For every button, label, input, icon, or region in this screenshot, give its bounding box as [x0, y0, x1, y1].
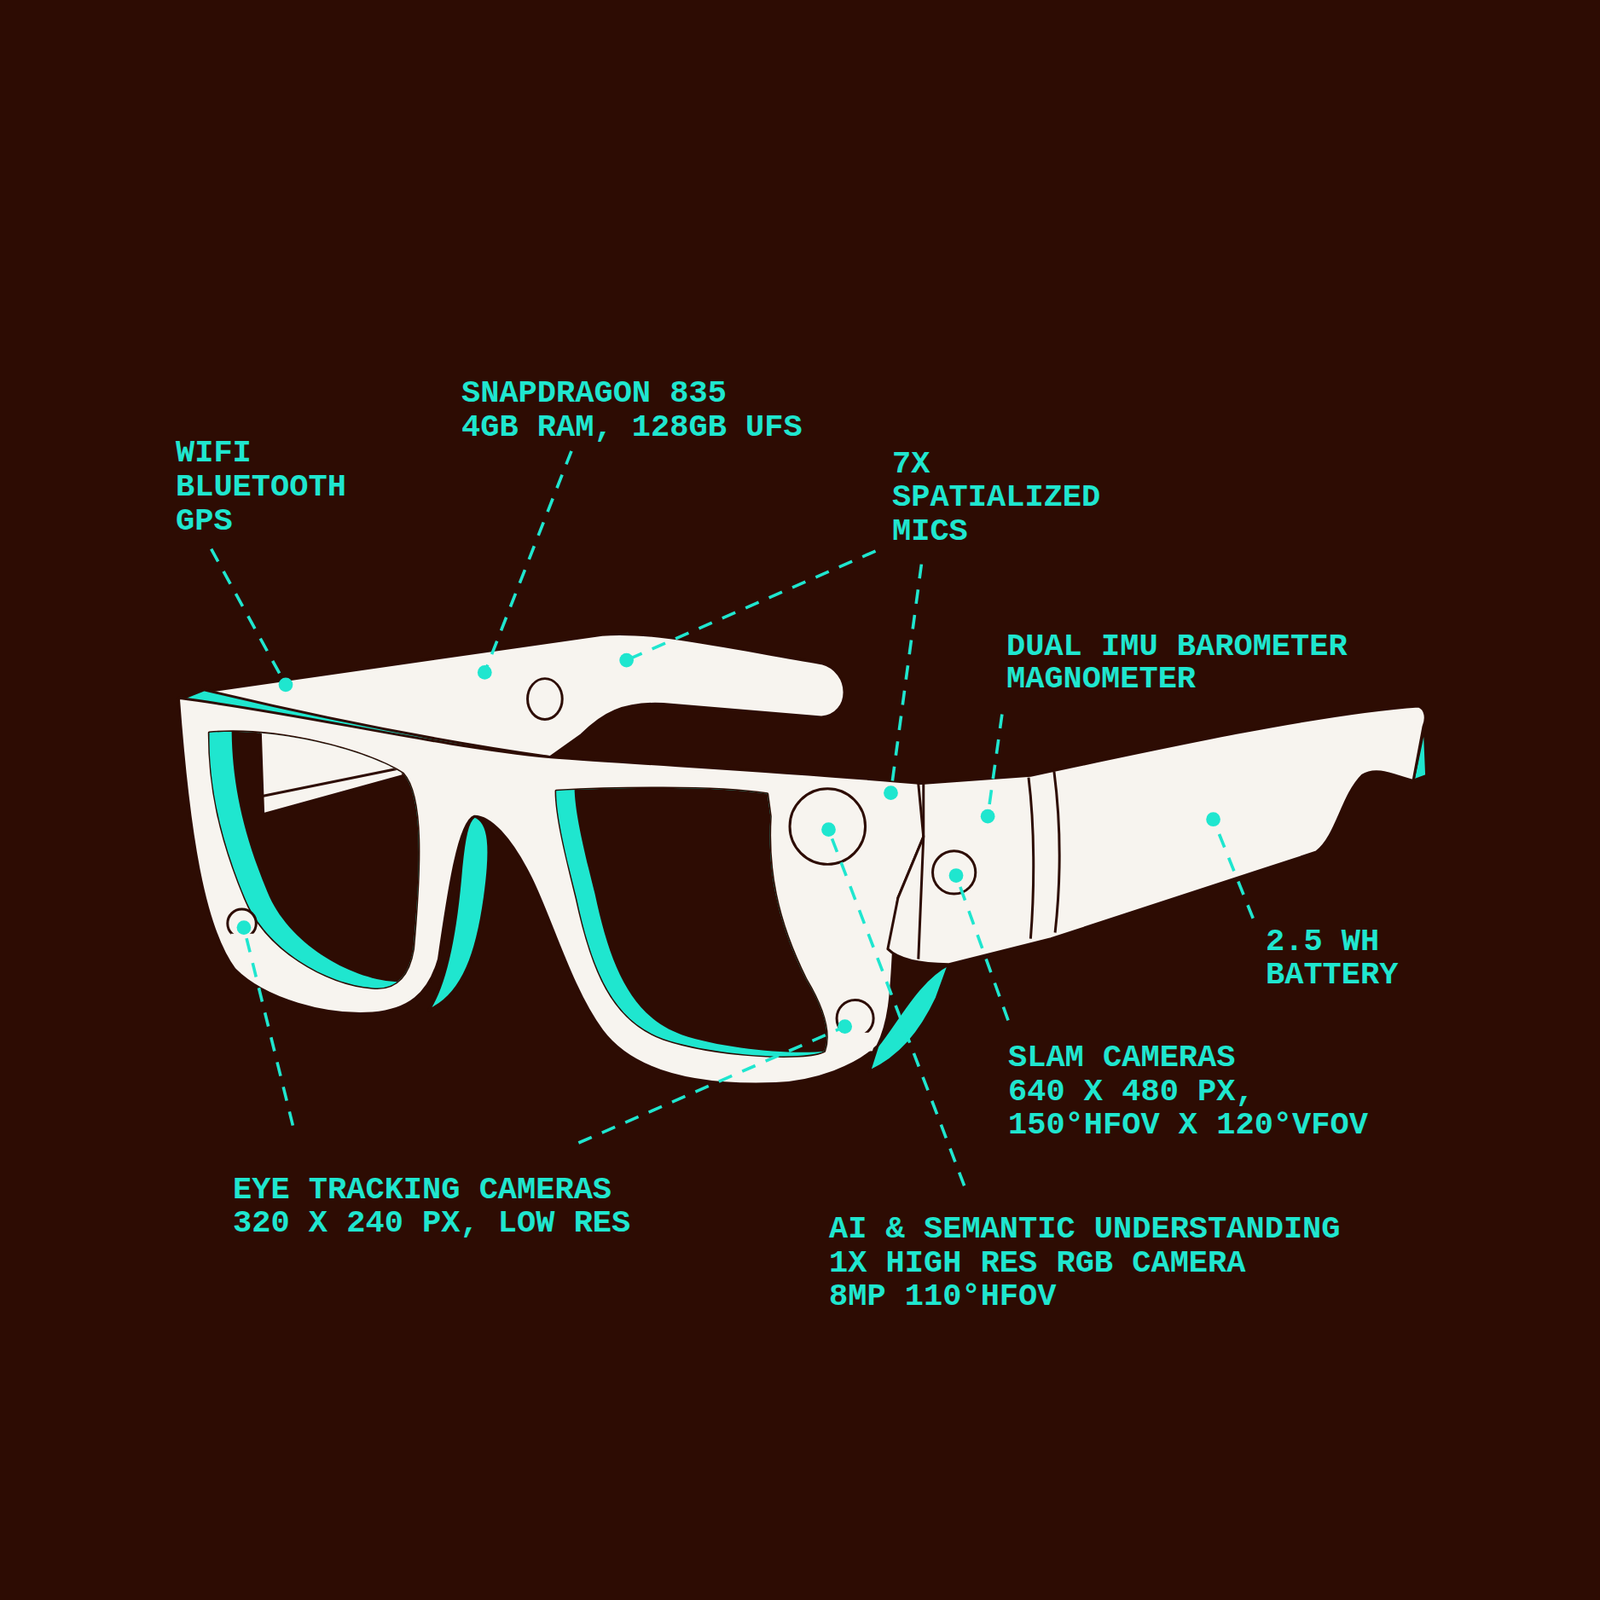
component-dot: [821, 822, 836, 837]
callout-label: 1X HIGH RES RGB CAMERA: [828, 1247, 1246, 1280]
callout-label: AI & SEMANTIC UNDERSTANDING: [828, 1213, 1341, 1246]
component-dot: [949, 868, 964, 883]
component-dot: [237, 653, 1221, 1034]
front-frame: [836, 1000, 874, 1038]
callout-label: SNAPDRAGON 835: [461, 377, 727, 410]
component-dot: [980, 809, 996, 824]
near-temple: [789, 706, 1427, 965]
near-temple: [918, 783, 924, 960]
leader-line: [484, 451, 572, 673]
leader-line: [828, 829, 965, 1187]
component-dot: [619, 653, 634, 668]
callout-label: SPATIALIZED: [892, 481, 1101, 514]
callout-label: EYE TRACKING CAMERAS: [232, 1174, 612, 1206]
component-dot: [1205, 811, 1221, 827]
leader-line: [1213, 819, 1254, 919]
callout-label: 7X: [892, 448, 930, 481]
leader-line: [211, 549, 286, 685]
front-frame: [831, 1032, 878, 1054]
leader-line: [243, 927, 293, 1126]
callout-label: SLAM CAMERAS: [1008, 1042, 1235, 1074]
component-dot: [278, 677, 294, 692]
leader-line: [890, 564, 922, 794]
component-dot: [837, 1019, 853, 1034]
near-temple: [1054, 771, 1060, 934]
near-temple: [1028, 777, 1034, 940]
near-temple: [933, 851, 976, 894]
leader-line: [578, 1026, 845, 1143]
callout-label: GPS: [175, 505, 233, 538]
callout-label: 8MP 110°HFOV: [828, 1281, 1056, 1313]
callout-label: 150°HFOV X 120°VFOV: [1008, 1109, 1369, 1142]
callout-label: 320 X 240 PX, LOW RES: [232, 1207, 631, 1240]
callout-label: BATTERY: [1265, 959, 1398, 992]
far-temple: [527, 678, 563, 720]
front-frame: [263, 767, 405, 797]
near-temple: [887, 706, 1426, 965]
callout-label: 4GB RAM, 128GB UFS: [461, 411, 803, 444]
component-dot: [237, 920, 252, 935]
front-frame: [193, 701, 441, 1010]
callout-label: WIFI: [175, 437, 252, 470]
front-frame: [178, 697, 949, 1085]
component-dot: [477, 665, 493, 680]
leader-line: [956, 875, 1009, 1021]
leader-line: [626, 550, 876, 661]
callout-label: 640 X 480 PX,: [1008, 1076, 1255, 1108]
callout-label: MICS: [892, 515, 969, 548]
callout-label: BLUETOOTH: [175, 471, 347, 504]
leader-line: [987, 714, 1003, 818]
component-dot: [883, 785, 899, 800]
front-frame: [230, 933, 256, 955]
callout-label: DUAL IMU BAROMETER: [1006, 631, 1348, 663]
front-frame: [178, 697, 923, 1085]
near-temple: [789, 788, 866, 865]
front-frame: [260, 701, 405, 815]
callout-label: 2.5 WH: [1265, 926, 1380, 958]
front-frame: [227, 909, 257, 939]
callout-label: MAGNOMETER: [1006, 663, 1196, 696]
